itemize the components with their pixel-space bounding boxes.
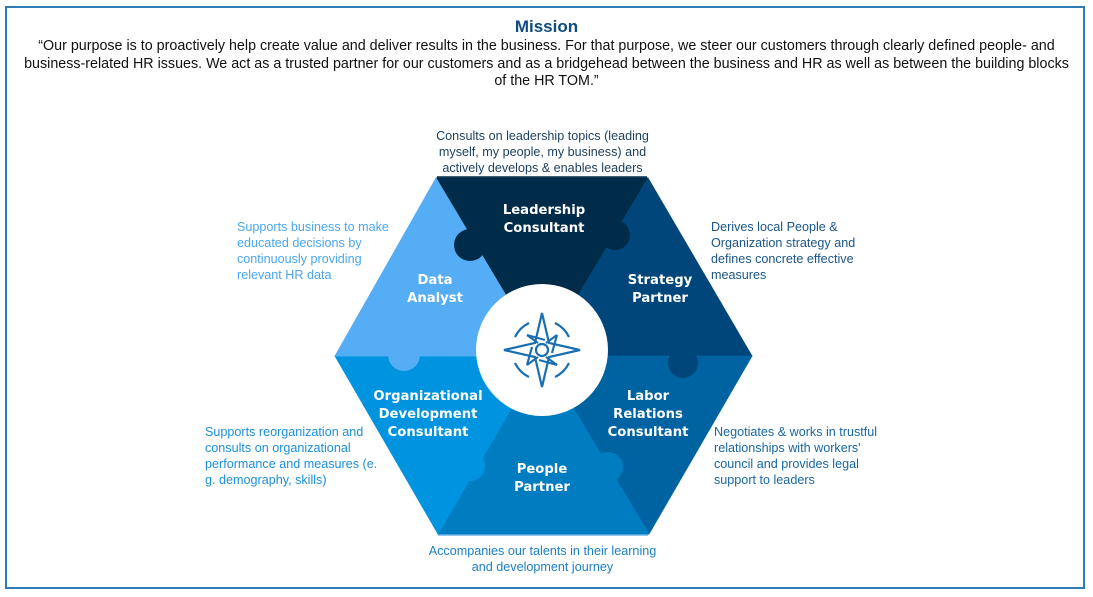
description-organizational-development-consultant: Supports reorganization and consults on … — [205, 425, 378, 487]
segment-label-line: Relations — [613, 407, 683, 422]
description-labor-relations-consultant: Negotiates & works in trustful relations… — [714, 425, 878, 487]
page-title: Mission — [514, 17, 579, 36]
segment-label-line: Partner — [632, 291, 688, 306]
center-circle — [476, 284, 608, 416]
compass-icon — [503, 312, 581, 388]
mission-statement: “Our purpose is to proactively help crea… — [24, 38, 1069, 89]
segment-label-line: Development — [378, 407, 478, 422]
mission-frame — [5, 6, 1085, 589]
description-people-partner: Accompanies our talents in their learnin… — [428, 544, 657, 574]
segment-label-line: Consultant — [387, 425, 469, 440]
segment-label-line: Data — [417, 273, 453, 288]
segment-label-line: Labor — [626, 389, 670, 404]
description-strategy-partner: Derives local People & Organization stra… — [711, 220, 856, 282]
segment-label-line: Strategy — [627, 273, 693, 288]
segment-label-line: Consultant — [607, 425, 689, 440]
puzzle-tab-leadership-consultant — [600, 220, 630, 250]
puzzle-tab-people-partner — [593, 452, 623, 482]
segment-label-line: People — [516, 462, 568, 477]
description-leadership-consultant: Consults on leadership topics (leading m… — [436, 129, 649, 175]
description-data-analyst: Supports business to make educated decis… — [237, 220, 389, 282]
segment-label-line: Organizational — [373, 389, 483, 404]
puzzle-tab-data-analyst — [388, 339, 420, 371]
puzzle-tab-leadership-consultant — [454, 229, 486, 261]
footer-note — [18, 589, 178, 597]
puzzle-tab-organizational-development-consultant — [455, 451, 485, 481]
segment-label-line: Leadership — [502, 203, 586, 218]
segment-label-line: Consultant — [503, 221, 585, 236]
puzzle-tab-strategy-partner — [668, 348, 698, 378]
segment-label-line: Analyst — [407, 291, 463, 306]
segment-label-line: Partner — [514, 480, 570, 495]
